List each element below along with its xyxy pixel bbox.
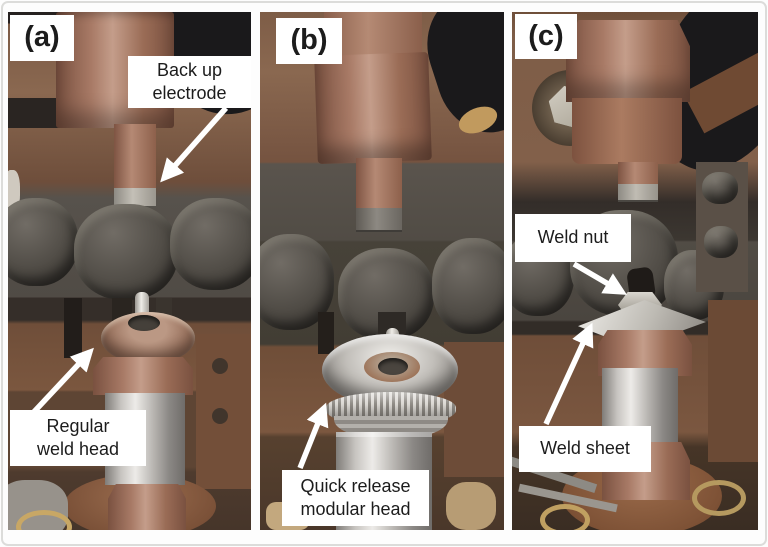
annotation-line: Weld sheet (540, 438, 630, 459)
panel-c: (c) Weld nut Weld sheet (512, 12, 758, 530)
bracket-bolt (212, 358, 228, 374)
hex-collar (93, 357, 193, 395)
electrode-tip-band (618, 184, 658, 202)
annotation-quick-release: Quick release modular head (282, 470, 429, 526)
mount-post (708, 300, 758, 462)
plate-bolt (702, 172, 738, 204)
annotation-line: Quick release (300, 475, 411, 496)
machinery-blob (446, 482, 496, 530)
backup-electrode-shaft (618, 162, 658, 188)
pin-hub (378, 358, 408, 375)
panel-b: (b) Quick release modular head (260, 12, 504, 530)
panel-label-a: (a) (10, 15, 74, 61)
annotation-line: modular head (300, 499, 411, 519)
gold-wire-loop (692, 480, 746, 516)
panel-letter-text: (b) (290, 24, 328, 57)
bracket-bolt (212, 408, 228, 424)
annotation-regular-weld-head: Regular weld head (10, 410, 146, 466)
backup-electrode-shaft (114, 124, 156, 192)
annotation-line: electrode (152, 83, 227, 103)
panel-label-c: (c) (515, 14, 577, 59)
base-hex-nut (108, 484, 186, 530)
annotation-arrows (29, 106, 229, 416)
grimy-bolt (432, 238, 504, 334)
annotation-arrow (160, 106, 229, 183)
gold-wire-loop (16, 510, 72, 530)
backup-electrode-shaft (356, 158, 402, 212)
annotation-arrow (543, 322, 594, 426)
grimy-bolt (74, 204, 178, 300)
support-rod (318, 312, 334, 354)
annotation-line: Back up (156, 59, 223, 80)
annotation-arrows (297, 402, 329, 470)
annotation-backup-electrode: Back up electrode (128, 56, 251, 108)
panel-letter-text: (c) (528, 19, 564, 52)
annotation-weld-sheet: Weld sheet (519, 426, 651, 472)
grimy-bolt (8, 198, 78, 286)
annotation-weld-nut: Weld nut (515, 214, 631, 262)
pin-recess (128, 315, 160, 331)
support-rod (64, 298, 82, 358)
annotation-line: Regular (46, 415, 110, 436)
gold-wire-loop (540, 504, 590, 530)
annotation-arrows (543, 261, 627, 426)
annotation-line: weld head (36, 439, 120, 459)
panel-letter-text: (a) (24, 21, 60, 54)
electrode-hex-block (566, 20, 690, 102)
grimy-bolt (170, 198, 251, 290)
electrode-tip-band (356, 208, 402, 232)
panel-a: (a) Back up electrode Regular weld head (8, 12, 251, 530)
electrode-clamp (572, 98, 682, 164)
panel-label-b: (b) (276, 18, 342, 64)
annotation-arrow (29, 347, 94, 416)
plate-bolt (704, 226, 738, 258)
annotation-arrow (297, 402, 329, 470)
annotation-line: Weld nut (537, 227, 609, 248)
annotation-arrow (572, 261, 627, 295)
dark-bar (8, 98, 62, 128)
